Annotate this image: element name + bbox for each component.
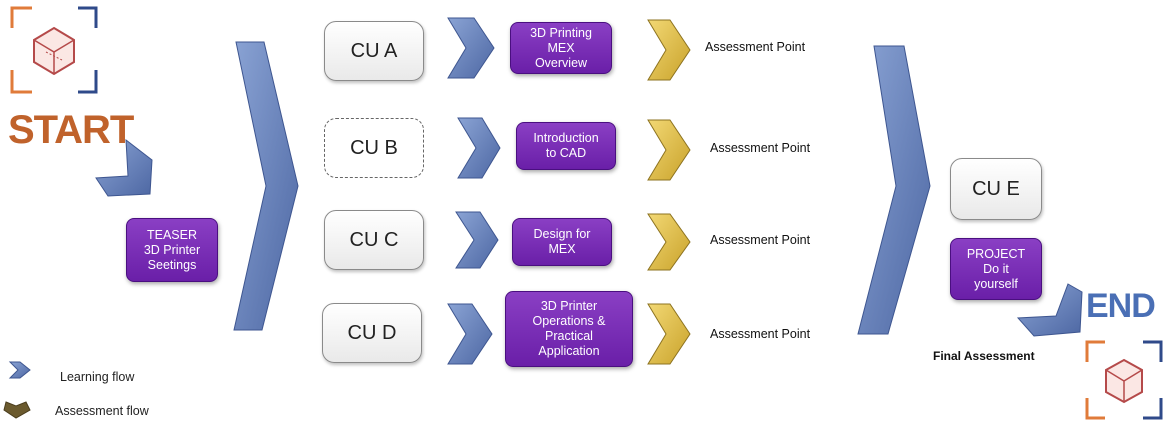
topic-printer-operations: 3D Printer Operations & Practical Applic… xyxy=(505,291,633,367)
assessment-arrow-icon xyxy=(647,119,691,181)
learning-arrow-icon xyxy=(457,117,501,179)
start-label: START xyxy=(8,108,134,152)
learning-arrow-icon xyxy=(455,211,499,269)
assessment-arrow-icon xyxy=(647,213,691,271)
cu-c-box: CU C xyxy=(324,210,424,270)
final-assessment-label: Final Assessment xyxy=(933,349,1035,363)
topic-design-mex: Design for MEX xyxy=(512,218,612,266)
topic-mex-overview: 3D Printing MEX Overview xyxy=(510,22,612,74)
main-right-chevron-icon xyxy=(857,45,931,335)
main-left-chevron-icon xyxy=(233,41,299,331)
start-logo-icon xyxy=(10,6,98,94)
assessment-arrow-icon xyxy=(647,303,691,365)
learning-arrow-icon xyxy=(447,17,495,79)
cu-d-box: CU D xyxy=(322,303,422,363)
learning-flow-legend-icon xyxy=(8,361,31,379)
assessment-point-d: Assessment Point xyxy=(710,327,811,341)
teaser-box: TEASER 3D Printer Seetings xyxy=(126,218,218,282)
start-flow-arrow-icon xyxy=(95,138,153,197)
assessment-point-c: Assessment Point xyxy=(710,233,811,247)
cu-b-box: CU B xyxy=(324,118,424,178)
assessment-point-b: Assessment Point xyxy=(710,141,811,155)
end-label: END xyxy=(1086,287,1156,325)
learning-flow-legend-label: Learning flow xyxy=(60,370,135,384)
cu-a-box: CU A xyxy=(324,21,424,81)
topic-intro-cad: Introduction to CAD xyxy=(516,122,616,170)
assessment-flow-legend-icon xyxy=(3,401,31,419)
assessment-flow-legend-label: Assessment flow xyxy=(55,404,149,418)
end-flow-arrow-icon xyxy=(1016,283,1083,337)
end-logo-icon xyxy=(1085,340,1163,420)
assessment-point-a: Assessment Point xyxy=(705,40,806,54)
cu-e-box: CU E xyxy=(950,158,1042,220)
learning-arrow-icon xyxy=(447,303,493,365)
project-box: PROJECT Do it yourself xyxy=(950,238,1042,300)
assessment-arrow-icon xyxy=(647,19,691,81)
